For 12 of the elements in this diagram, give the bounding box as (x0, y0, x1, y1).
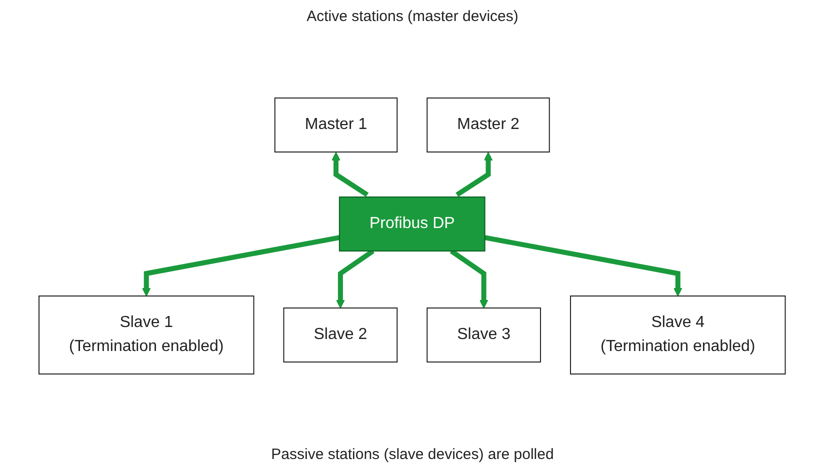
arrow (332, 152, 369, 196)
station-box: Master 2 (427, 97, 550, 152)
station-box: Slave 2 (284, 307, 398, 362)
station-box: Slave 1 (Termination enabled) (38, 295, 255, 374)
station-box: Slave 3 (427, 307, 542, 362)
arrow (484, 234, 683, 296)
station-box: Master 1 (274, 97, 398, 152)
station-box: Slave 4 (Termination enabled) (570, 295, 786, 374)
station-group-caption: Active stations (master devices) (306, 8, 518, 25)
station-group-caption: Passive stations (slave devices) are polled (271, 446, 554, 463)
arrow (142, 234, 340, 296)
arrow (456, 152, 494, 196)
